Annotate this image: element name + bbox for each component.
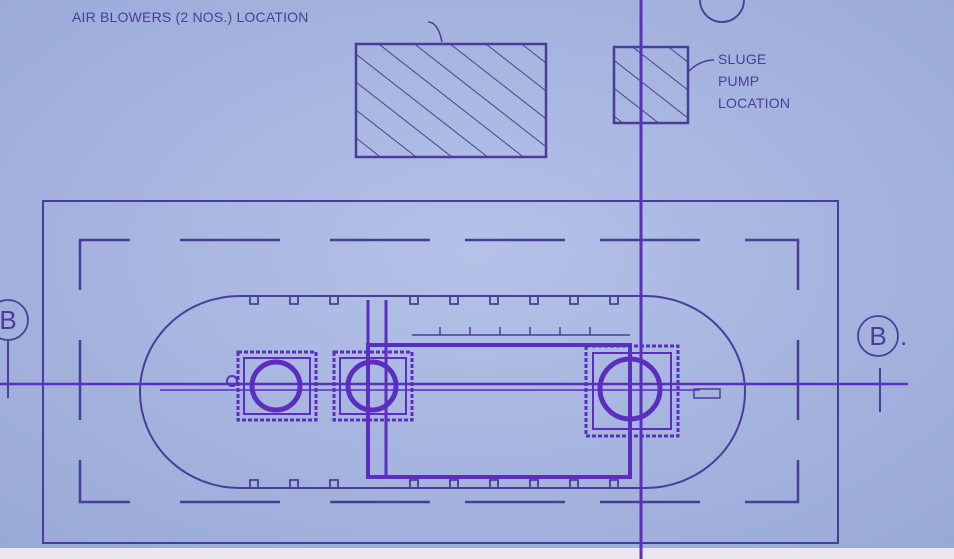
- outlet-pipe: [693, 388, 721, 399]
- manhole-2: [332, 350, 414, 422]
- manhole-3: [584, 344, 680, 438]
- tank-outline: [139, 295, 746, 489]
- sludge-pump-label-line2: PUMP: [718, 73, 759, 89]
- dashed-setback-line: [78, 238, 800, 504]
- section-marker-right: B .: [857, 315, 907, 357]
- sludge-pump-box: [612, 45, 690, 125]
- section-marker-left: B: [0, 299, 29, 341]
- bottom-strip: [0, 548, 954, 559]
- section-marker-left-text: B: [0, 305, 17, 335]
- tank-ribs: [249, 296, 619, 488]
- pipe-ticks: [439, 327, 591, 335]
- plot-boundary: [42, 200, 839, 544]
- sludge-pump-label-line1: SLUGE: [718, 51, 766, 67]
- air-blowers-label: AIR BLOWERS (2 NOS.) LOCATION: [72, 9, 309, 25]
- manhole-1: [226, 350, 318, 422]
- grid-bubble-top: [699, 0, 745, 23]
- sludge-pump-leader: [687, 59, 715, 73]
- air-blowers-leader: [427, 21, 443, 43]
- air-blowers-box: [354, 42, 548, 159]
- sludge-pump-label-line3: LOCATION: [718, 95, 790, 111]
- section-marker-right-dot: .: [900, 321, 907, 351]
- section-marker-right-text: B: [869, 321, 886, 351]
